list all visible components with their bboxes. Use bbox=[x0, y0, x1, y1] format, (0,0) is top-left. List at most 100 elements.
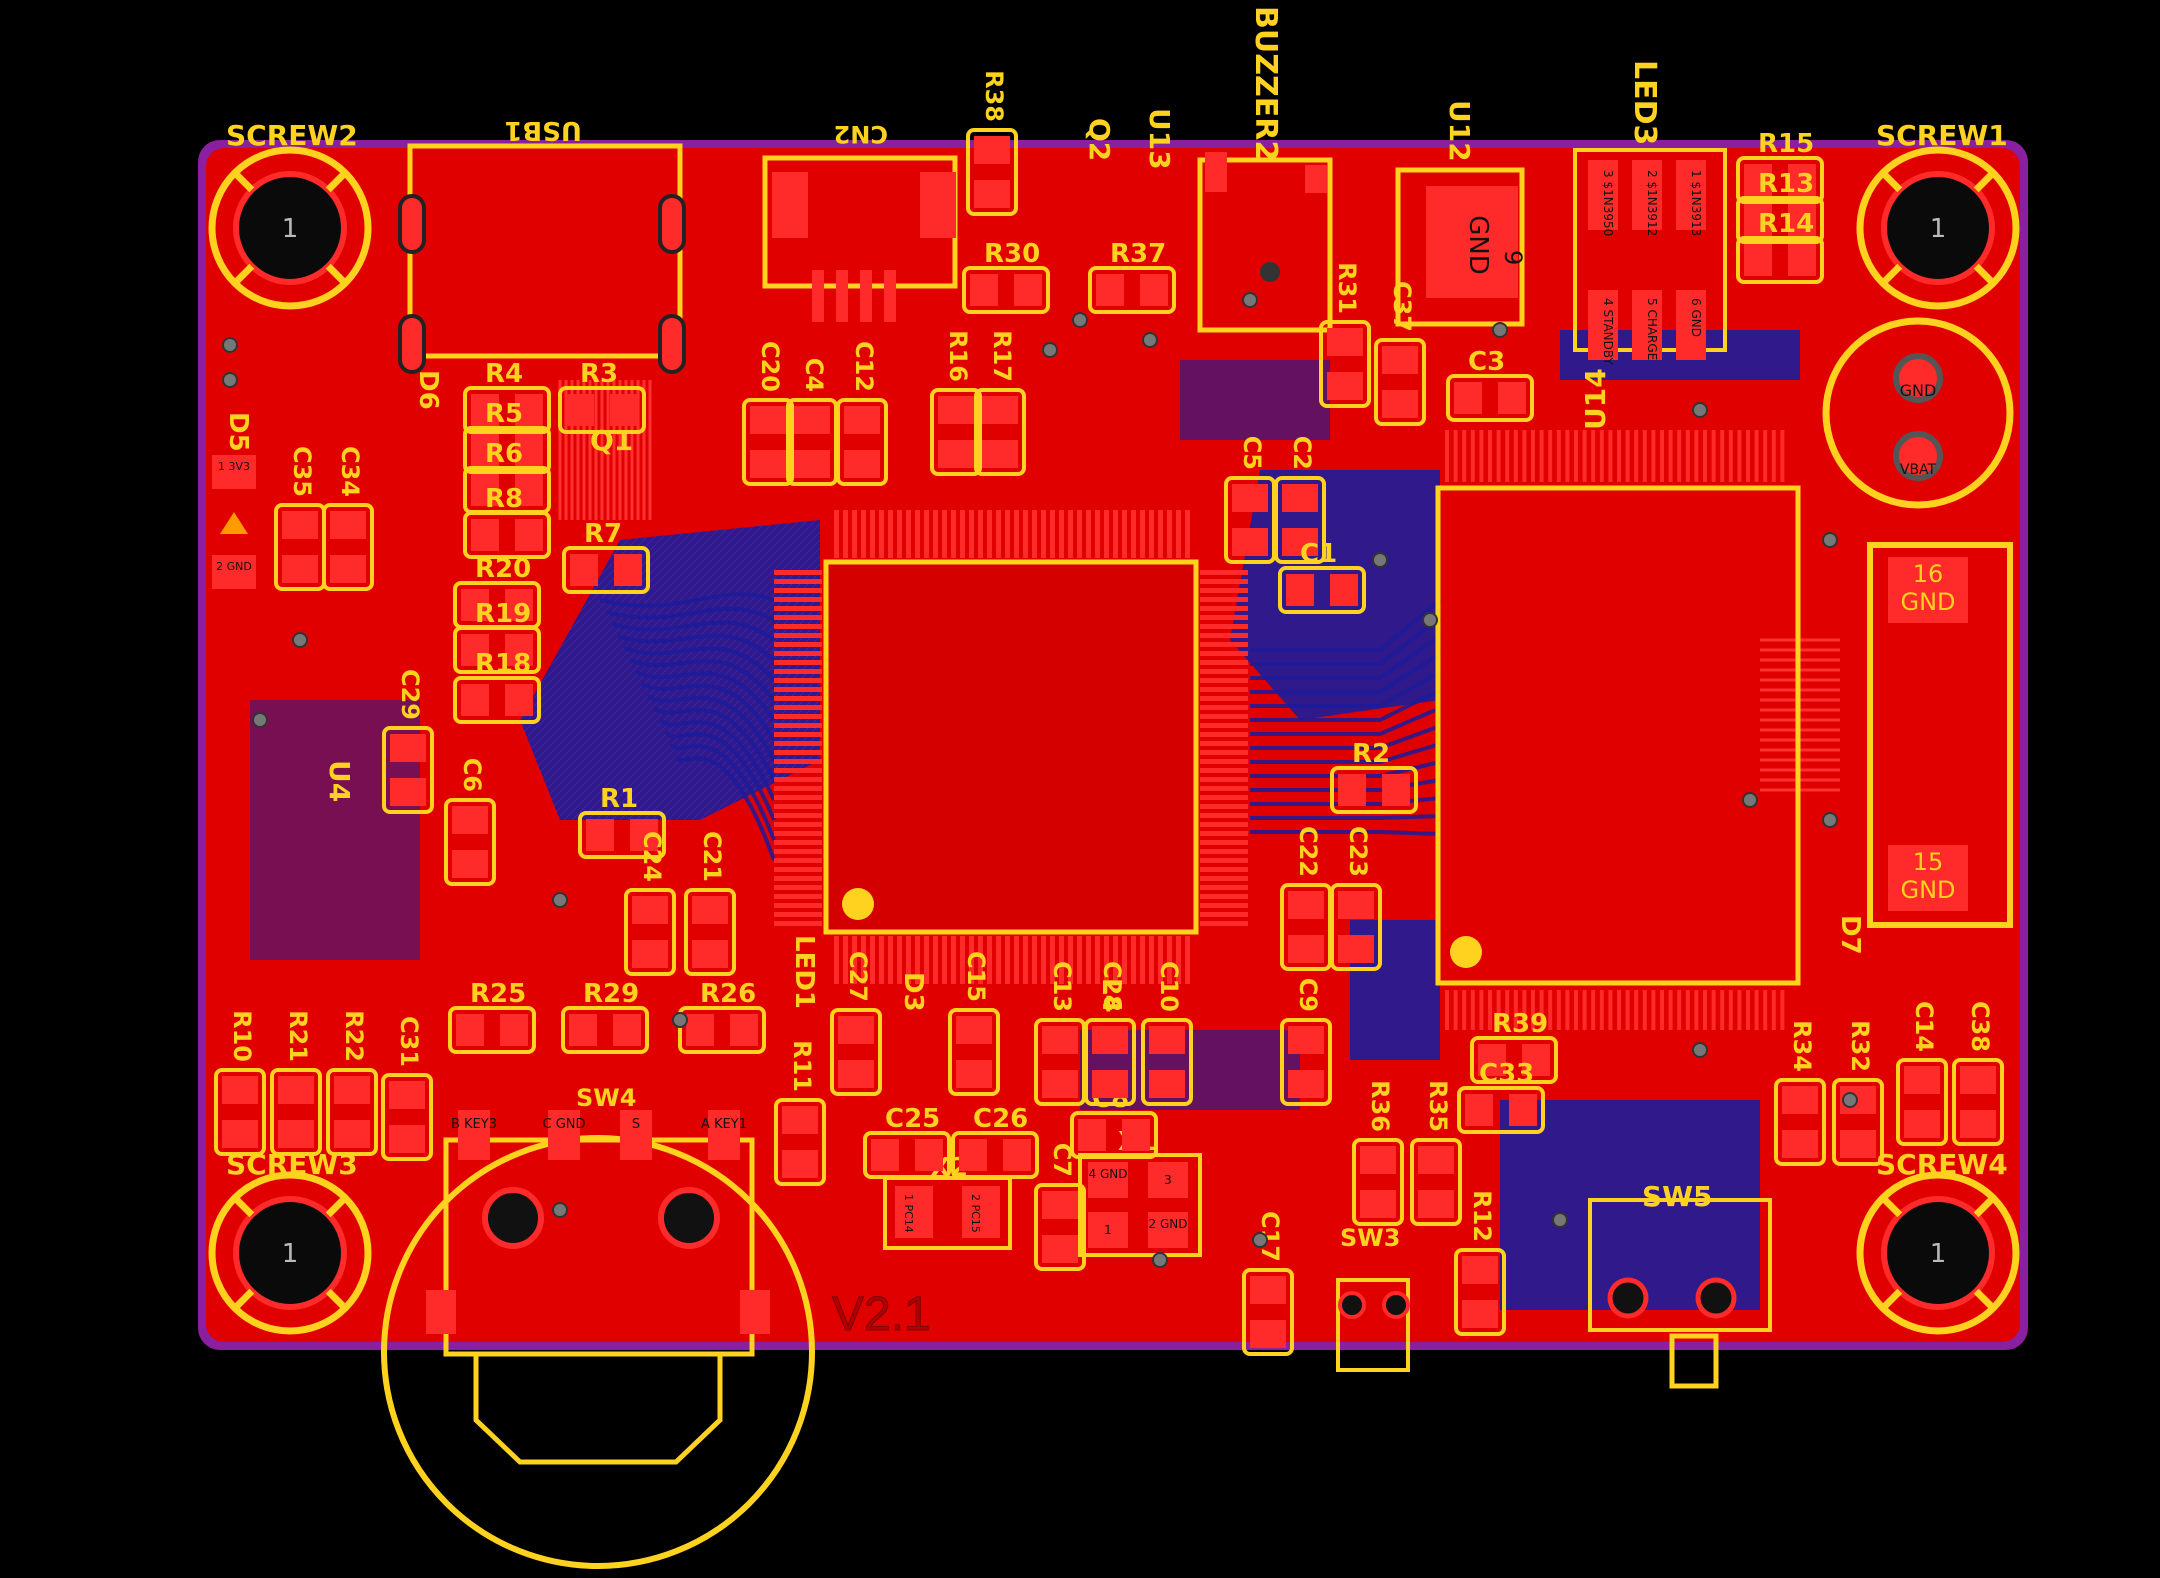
sw4-encoder[interactable]: B KEY3 C GND S A KEY1 SW4 bbox=[381, 1084, 815, 1569]
sw3-label: SW3 bbox=[1340, 1224, 1400, 1252]
component-c1: C1 bbox=[1278, 539, 1366, 614]
component-r7: R7 bbox=[562, 519, 650, 594]
svg-text:C22: C22 bbox=[1294, 826, 1322, 877]
svg-text:R5: R5 bbox=[485, 399, 523, 429]
svg-text:C14: C14 bbox=[1910, 1001, 1938, 1052]
svg-text:R8: R8 bbox=[485, 484, 523, 514]
led3-label: LED3 bbox=[1627, 60, 1662, 145]
svg-text:C6: C6 bbox=[458, 758, 486, 792]
component-c10: C10 bbox=[1141, 961, 1193, 1106]
component-c2: C2 bbox=[1274, 436, 1326, 564]
usb-label: USB1 bbox=[504, 115, 582, 145]
svg-text:C13: C13 bbox=[1048, 961, 1076, 1012]
svg-text:R32: R32 bbox=[1846, 1020, 1874, 1072]
q1-label: Q1 bbox=[590, 424, 633, 457]
svg-text:R7: R7 bbox=[584, 519, 622, 549]
sw4-pin-c: C GND bbox=[542, 1117, 585, 1132]
svg-text:R20: R20 bbox=[475, 554, 531, 584]
component-c28: C28 bbox=[1084, 961, 1136, 1106]
d6-label: D6 bbox=[413, 370, 443, 410]
component-r17: R17 bbox=[974, 330, 1026, 476]
led3-pin-1: 1 $1N3913 bbox=[1689, 170, 1703, 236]
svg-text:R38: R38 bbox=[980, 70, 1008, 122]
component-c38: C38 bbox=[1952, 1001, 2004, 1146]
top-traces bbox=[558, 380, 1840, 792]
component-r5: R5 bbox=[463, 399, 551, 474]
led3-pin-2: 2 $1N3912 bbox=[1645, 170, 1659, 236]
svg-text:C37: C37 bbox=[1388, 281, 1416, 332]
svg-text:C35: C35 bbox=[288, 446, 316, 497]
svg-text:C21: C21 bbox=[698, 831, 726, 882]
x2-pin-1: 1 PC14 bbox=[902, 1194, 915, 1233]
svg-text:R3: R3 bbox=[580, 359, 618, 389]
u12-chip[interactable]: GND 9 U12 bbox=[1395, 100, 1527, 327]
component-c25: C25 bbox=[863, 1104, 951, 1179]
usb-connector[interactable]: USB1 bbox=[398, 115, 686, 374]
component-r29: R29 bbox=[561, 979, 649, 1054]
screw-label: SCREW1 bbox=[1876, 119, 2008, 152]
component-c21: C21 bbox=[684, 831, 736, 976]
led3-pin-3: 3 $1N3950 bbox=[1601, 170, 1615, 236]
svg-text:R21: R21 bbox=[284, 1010, 312, 1062]
component-c6: C6 bbox=[444, 758, 496, 886]
svg-text:R4: R4 bbox=[485, 359, 523, 389]
led3-pin-4: 4 STANDBY bbox=[1601, 298, 1615, 365]
component-c31: C31 bbox=[381, 1016, 433, 1161]
svg-text:R37: R37 bbox=[1110, 239, 1166, 269]
component-c3: C3 bbox=[1446, 347, 1534, 422]
component-r6: R6 bbox=[463, 439, 551, 514]
svg-text:R34: R34 bbox=[1788, 1020, 1816, 1072]
u4-label: U4 bbox=[323, 760, 356, 802]
sw3-reset-button[interactable]: SW3 bbox=[1336, 1224, 1410, 1372]
svg-text:C23: C23 bbox=[1344, 826, 1372, 877]
component-r19: R19 bbox=[453, 599, 541, 674]
p1-connector[interactable]: 16 GND 15 GND bbox=[1867, 542, 2013, 928]
l4-label: L4 bbox=[1096, 978, 1126, 1013]
q2-label: Q2 bbox=[1083, 118, 1116, 161]
svg-text:C15: C15 bbox=[962, 951, 990, 1002]
svg-text:R10: R10 bbox=[228, 1010, 256, 1062]
mcu-chip[interactable] bbox=[774, 510, 1248, 984]
svg-text:R19: R19 bbox=[475, 599, 531, 629]
svg-text:C27: C27 bbox=[844, 951, 872, 1002]
component-r36: R36 bbox=[1352, 1080, 1404, 1226]
component-r16: R16 bbox=[930, 330, 982, 476]
x1-pin-3: 3 bbox=[1164, 1173, 1172, 1187]
component-c15: C15 bbox=[948, 951, 1000, 1096]
sw5-switch[interactable]: SW5 bbox=[1588, 1180, 1772, 1389]
svg-text:C9: C9 bbox=[1294, 978, 1322, 1012]
component-r30: R30 bbox=[962, 239, 1050, 314]
component-c29: C29 bbox=[382, 669, 434, 814]
svg-text:R39: R39 bbox=[1492, 1009, 1548, 1039]
sw5-label: SW5 bbox=[1642, 1180, 1713, 1213]
screw-pin-number: 1 bbox=[282, 1239, 299, 1269]
cn2-connector[interactable]: CN2 bbox=[762, 120, 958, 322]
svg-text:R29: R29 bbox=[583, 979, 639, 1009]
svg-text:R30: R30 bbox=[984, 239, 1040, 269]
svg-text:R22: R22 bbox=[340, 1010, 368, 1062]
x2-pin-2: 2 PC15 bbox=[969, 1194, 982, 1233]
svg-text:C20: C20 bbox=[756, 341, 784, 392]
x1-pin-2: 2 GND bbox=[1149, 1217, 1188, 1231]
sw4-label: SW4 bbox=[576, 1084, 636, 1112]
d5-diode[interactable]: 1 3V3 2 GND D5 bbox=[212, 412, 256, 589]
svg-text:R1: R1 bbox=[600, 784, 638, 814]
component-r37: R37 bbox=[1088, 239, 1176, 314]
d5-pin-1: 1 3V3 bbox=[218, 460, 250, 473]
component-c7: C7 bbox=[1034, 1143, 1086, 1271]
svg-text:R2: R2 bbox=[1352, 739, 1390, 769]
led1-label: LED1 bbox=[789, 935, 819, 1009]
d7-label: D7 bbox=[1835, 915, 1865, 955]
component-r13: R13 bbox=[1736, 169, 1824, 244]
battery-holder[interactable]: GND VBAT bbox=[1822, 317, 2014, 509]
svg-text:C10: C10 bbox=[1155, 961, 1183, 1012]
svg-text:C4: C4 bbox=[800, 358, 828, 392]
screw-pin-number: 1 bbox=[1930, 1239, 1947, 1269]
svg-text:C34: C34 bbox=[336, 446, 364, 497]
display-controller-chip[interactable] bbox=[1435, 430, 1801, 1030]
buzzer[interactable]: BUZZER2 bbox=[1197, 6, 1333, 333]
led3-indicator[interactable]: 3 $1N3950 2 $1N3912 1 $1N3913 4 STANDBY … bbox=[1573, 60, 1727, 430]
